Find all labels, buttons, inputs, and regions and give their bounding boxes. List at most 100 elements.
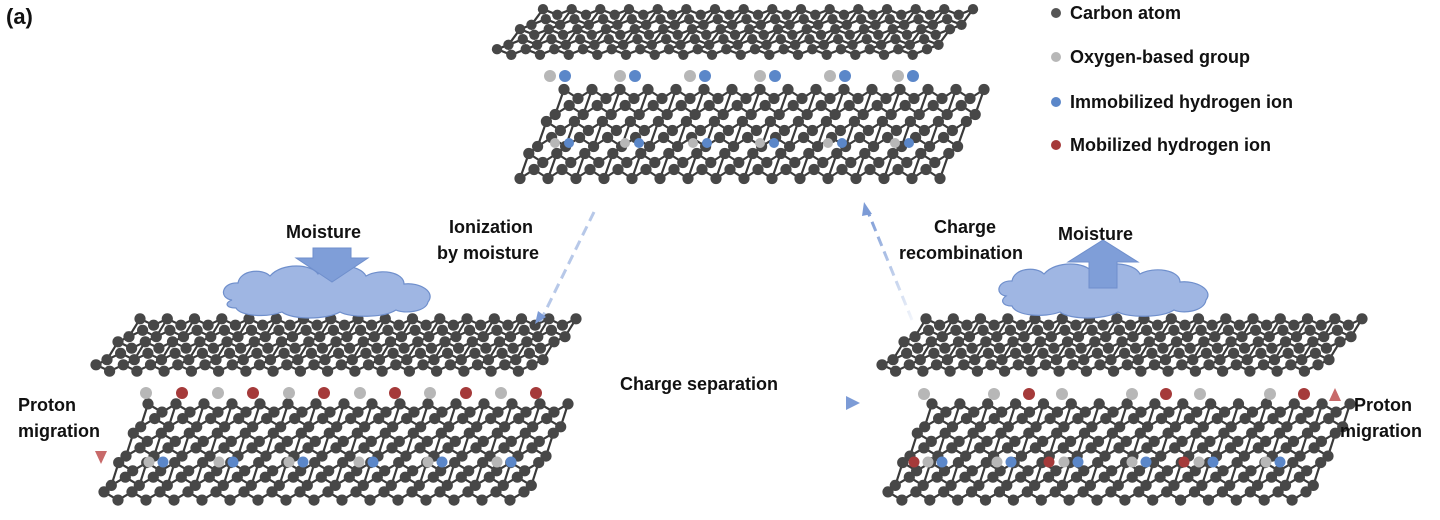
carbon-atom bbox=[781, 9, 792, 20]
carbon-atom bbox=[166, 336, 179, 348]
carbon-atom bbox=[163, 421, 175, 433]
charge-separation-arrow-head bbox=[846, 396, 860, 410]
carbon-atom bbox=[841, 19, 852, 30]
carbon-atom bbox=[537, 4, 549, 15]
carbon-atom bbox=[754, 83, 766, 96]
carbon-atom bbox=[932, 115, 945, 128]
carbon-atom bbox=[670, 83, 682, 96]
carbon-atom bbox=[980, 336, 992, 348]
carbon-atom bbox=[991, 331, 1003, 343]
carbon-atom bbox=[1312, 359, 1324, 371]
carbon-atom bbox=[456, 450, 468, 462]
oxygen-group bbox=[922, 456, 934, 468]
carbon-atom bbox=[205, 413, 217, 425]
carbon-atom bbox=[644, 140, 656, 153]
carbon-atom bbox=[979, 494, 992, 506]
carbon-atom bbox=[689, 34, 700, 45]
carbon-atom bbox=[642, 83, 654, 96]
carbon-atom bbox=[294, 365, 306, 377]
carbon-atom bbox=[830, 24, 841, 35]
carbon-atom bbox=[226, 398, 238, 410]
carbon-atom bbox=[736, 115, 749, 128]
carbon-atom bbox=[90, 359, 102, 371]
carbon-atom bbox=[952, 140, 964, 153]
carbon-atom bbox=[864, 44, 875, 55]
immobilized-hydrogen-ion bbox=[699, 70, 711, 82]
carbon-atom bbox=[1043, 319, 1055, 331]
carbon-atom bbox=[600, 92, 612, 105]
carbon-atom bbox=[259, 331, 271, 343]
immobilized-hydrogen-ion bbox=[1274, 456, 1286, 468]
carbon-atom bbox=[1246, 406, 1259, 418]
ionization-arrow bbox=[538, 211, 596, 323]
carbon-atom bbox=[330, 336, 342, 348]
carbon-atom bbox=[466, 336, 478, 348]
carbon-atom bbox=[838, 9, 850, 20]
carbon-atom bbox=[177, 413, 189, 425]
immobilized-hydrogen-ion bbox=[564, 138, 574, 148]
carbon-atom bbox=[1049, 486, 1061, 498]
carbon-atom bbox=[1309, 347, 1321, 359]
carbon-atom bbox=[323, 427, 335, 439]
carbon-atom bbox=[461, 313, 473, 325]
carbon-atom bbox=[210, 354, 222, 366]
carbon-atom bbox=[449, 435, 461, 447]
carbon-atom bbox=[478, 398, 490, 410]
carbon-atom bbox=[1187, 354, 1199, 366]
carbon-atom bbox=[471, 359, 484, 371]
carbon-atom bbox=[435, 465, 447, 477]
recombination-arrow bbox=[866, 211, 914, 321]
carbon-atom bbox=[609, 9, 620, 20]
carbon-atom bbox=[801, 108, 813, 121]
carbon-atom bbox=[675, 39, 686, 50]
carbon-atom bbox=[1078, 427, 1091, 439]
carbon-atom bbox=[806, 124, 819, 137]
mobilized-hydrogen-ion bbox=[318, 387, 330, 399]
carbon-atom bbox=[1179, 319, 1191, 331]
carbon-atom bbox=[1198, 336, 1210, 348]
carbon-atom bbox=[936, 92, 948, 105]
carbon-atom bbox=[1037, 398, 1050, 410]
carbon-atom bbox=[1296, 354, 1308, 366]
carbon-atom bbox=[385, 479, 397, 491]
carbon-atom bbox=[787, 99, 799, 112]
carbon-atom bbox=[600, 24, 612, 35]
carbon-atom bbox=[359, 421, 371, 433]
carbon-atom bbox=[457, 413, 469, 425]
carbon-atom bbox=[1148, 359, 1161, 371]
carbon-atom bbox=[252, 494, 264, 506]
carbon-atom bbox=[955, 347, 967, 359]
carbon-atom bbox=[1176, 435, 1188, 447]
carbon-atom bbox=[1135, 406, 1147, 418]
carbon-atom bbox=[450, 398, 462, 410]
carbon-atom bbox=[1010, 398, 1022, 410]
carbon-atom bbox=[1155, 450, 1167, 462]
carbon-atom bbox=[773, 108, 785, 121]
carbon-atom bbox=[162, 442, 174, 454]
carbon-atom bbox=[322, 365, 334, 377]
carbon-atom bbox=[1059, 324, 1071, 336]
carbon-atom bbox=[1239, 342, 1251, 354]
carbon-atom bbox=[253, 457, 265, 469]
carbon-atom bbox=[719, 147, 731, 160]
carbon-atom bbox=[612, 19, 623, 30]
carbon-atom bbox=[925, 435, 937, 447]
carbon-atom bbox=[750, 124, 763, 137]
carbon-atom bbox=[694, 124, 707, 137]
proton-right-label-line2: migration bbox=[1340, 421, 1422, 441]
oxygen-group bbox=[1260, 456, 1272, 468]
carbon-atom bbox=[458, 365, 470, 377]
carbon-atom bbox=[672, 140, 684, 153]
carbon-atom bbox=[292, 354, 304, 366]
carbon-atom bbox=[335, 359, 347, 371]
carbon-atom bbox=[768, 92, 780, 105]
oxygen-group bbox=[754, 70, 766, 82]
carbon-atom bbox=[155, 354, 168, 366]
carbon-atom bbox=[931, 471, 943, 483]
carbon-atom bbox=[1294, 450, 1306, 462]
carbon-atom bbox=[1301, 427, 1314, 439]
carbon-atom bbox=[853, 4, 864, 15]
carbon-atom bbox=[1051, 406, 1063, 418]
carbon-atom bbox=[565, 156, 577, 169]
carbon-atom bbox=[534, 398, 546, 410]
